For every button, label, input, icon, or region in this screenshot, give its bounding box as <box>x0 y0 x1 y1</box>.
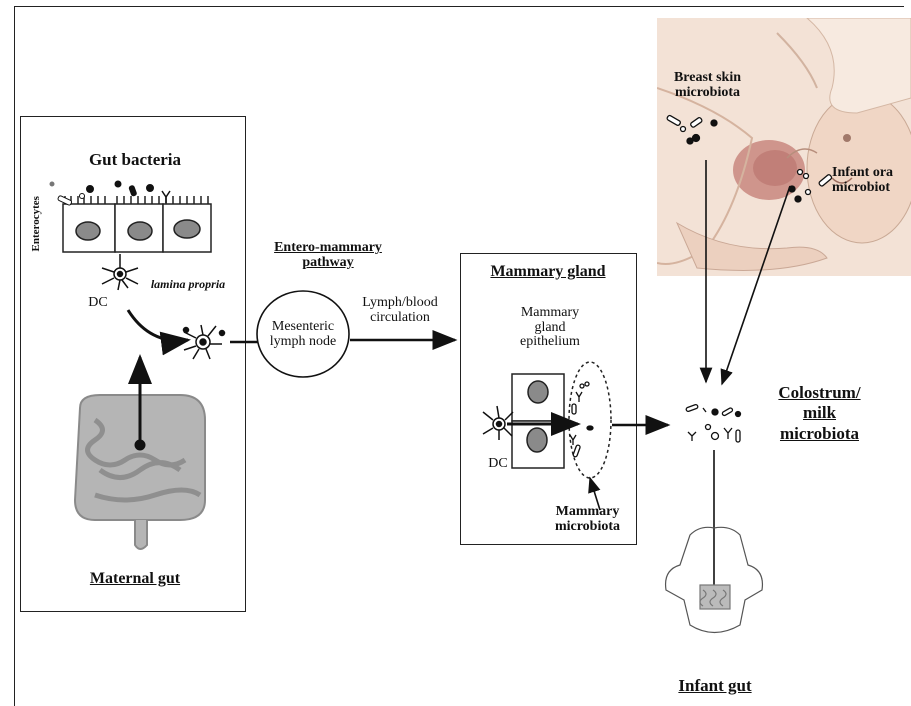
infant-oral-line-2: microbiot <box>832 181 911 196</box>
epithelium-line-1: Mammary <box>495 306 605 321</box>
breast-skin-microbes <box>666 115 717 144</box>
breast-skin-label: Breast skin microbiota <box>655 71 760 100</box>
infant-oral-line-1: Infant ora <box>832 166 911 181</box>
infant-gut-title: Infant gut <box>655 677 775 695</box>
dendritic-cell-gut <box>102 254 138 290</box>
circulation-line-2: circulation <box>345 311 455 326</box>
maternal-gut-title: Maternal gut <box>55 571 215 588</box>
mammary-microbes <box>570 382 593 457</box>
breast-skin-line-2: microbiota <box>655 86 760 101</box>
colostrum-microbes <box>686 404 741 442</box>
colostrum-line-3: microbiota <box>757 424 882 444</box>
mammary-microbiota-label: Mammary microbiota <box>540 505 635 534</box>
gut-dc-label: DC <box>78 296 118 311</box>
epithelium-line-2: gland <box>495 321 605 336</box>
entero-mammary-line-2: pathway <box>258 256 398 271</box>
circulation-line-1: Lymph/blood <box>345 296 455 311</box>
lymph-node-line-1: Mesenteric <box>258 320 348 335</box>
mammary-microbiota-line-1: Mammary <box>540 505 635 520</box>
enterocyte-cells <box>63 196 211 252</box>
mammary-gland-title: Mammary gland <box>462 264 634 281</box>
colostrum-label: Colostrum/ milk microbiota <box>757 383 882 444</box>
epithelium-line-3: epithelium <box>495 335 605 350</box>
lymph-node-label: Mesenteric lymph node <box>258 320 348 349</box>
mammary-dc-label: DC <box>478 457 518 472</box>
enterocytes-label: Enterocytes <box>31 179 43 269</box>
entero-mammary-title: Entero-mammary pathway <box>258 241 398 270</box>
lymph-node-line-2: lymph node <box>258 335 348 350</box>
infant-oral-label: Infant ora microbiot <box>832 166 911 195</box>
colostrum-line-1: Colostrum/ <box>757 383 882 403</box>
gut-bacteria-label: Gut bacteria <box>70 151 200 169</box>
circulation-label: Lymph/blood circulation <box>345 296 455 325</box>
breast-skin-line-1: Breast skin <box>655 71 760 86</box>
colostrum-line-2: milk <box>757 403 882 423</box>
mammary-epithelium-label: Mammary gland epithelium <box>495 306 605 350</box>
lamina-propria-label: lamina propria <box>138 278 238 291</box>
mammary-epithelium-cells <box>512 362 611 478</box>
entero-mammary-line-1: Entero-mammary <box>258 241 398 256</box>
infant-oral-microbes <box>789 170 832 203</box>
dendritic-cell-migrating <box>184 325 225 359</box>
arrows <box>128 160 790 603</box>
mammary-microbiota-line-2: microbiota <box>540 520 635 535</box>
